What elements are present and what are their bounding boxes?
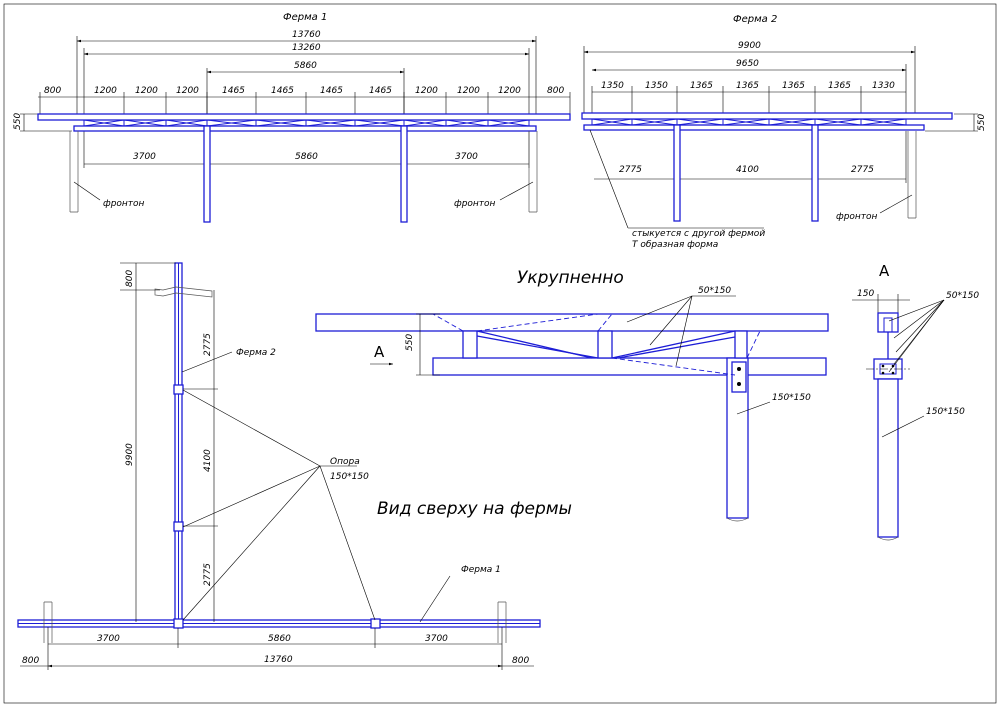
plan-support-1 xyxy=(173,384,184,395)
plan-support-3 xyxy=(173,618,184,629)
truss1-structure xyxy=(37,113,571,223)
truss2-seg-4: 1365 xyxy=(736,81,759,91)
plan-overhang-right: 800 xyxy=(512,656,529,666)
truss2-gable-label: фронтон xyxy=(836,212,878,222)
truss1-gables: фронтон фронтон xyxy=(69,131,538,213)
plan-span-h2: 5860 xyxy=(268,634,291,644)
truss1-gable-right: фронтон xyxy=(454,199,496,209)
section-a-member-label: 50*150 xyxy=(946,291,979,301)
detail-height: 550 xyxy=(405,334,415,351)
plan-view: Вид сверху на фермы 800 9900 2775 4100 2… xyxy=(17,262,572,670)
truss2-seg-6: 1365 xyxy=(828,81,851,91)
truss1-seg-7: 1465 xyxy=(369,86,392,96)
plan-dim-top: 800 xyxy=(125,270,135,287)
plan-support-2 xyxy=(173,521,184,532)
truss2-seg-7: 1330 xyxy=(872,81,895,91)
truss1-dim-mid: 5860 xyxy=(294,61,317,71)
plan-overhang-left: 800 xyxy=(22,656,39,666)
truss2-structure xyxy=(581,112,953,222)
truss2-note-line1: стыкуется с другой фермой xyxy=(632,229,765,239)
truss2-span-1: 2775 xyxy=(619,165,642,175)
truss1-title: Ферма 1 xyxy=(283,12,327,23)
truss2-dimensions: 9900 9650 1350 1350 1365 1365 1365 1365 … xyxy=(583,41,987,183)
truss1-span-1: 3700 xyxy=(133,152,156,162)
section-a-top-chord xyxy=(877,312,899,333)
detail-view: Укрупненно 550 А 50*150 150*150 xyxy=(315,268,829,522)
truss1-seg-3: 1200 xyxy=(176,86,199,96)
truss1-seg-1: 1200 xyxy=(94,86,117,96)
truss1-overhang-left: 800 xyxy=(44,86,61,96)
truss2-seg-1: 1350 xyxy=(601,81,624,91)
truss1-seg-8: 1200 xyxy=(415,86,438,96)
truss1-dimensions: 13760 13260 5860 1200 1200 1200 1465 146… xyxy=(13,30,571,168)
section-a-title: А xyxy=(879,262,890,280)
truss2-gable: фронтон xyxy=(836,131,917,222)
plan-dim-total: 9900 xyxy=(125,443,135,466)
detail-bolt-1 xyxy=(737,367,741,371)
plan-span-v3: 2775 xyxy=(203,563,213,586)
truss2-note-line2: Т образная форма xyxy=(632,240,718,250)
truss2-elevation: Ферма 2 9900 9650 1350 1350 1365 1365 13… xyxy=(581,14,987,250)
truss1-gable-left: фронтон xyxy=(103,199,145,209)
truss1-seg-9: 1200 xyxy=(457,86,480,96)
plan-span-h3: 3700 xyxy=(425,634,448,644)
plan-support-4 xyxy=(370,618,381,629)
detail-top-chord xyxy=(315,313,829,332)
truss1-height: 550 xyxy=(13,113,23,130)
truss1-elevation: Ферма 1 13760 13260 5860 1200 xyxy=(13,12,571,223)
truss2-dim-total-inner: 9650 xyxy=(736,59,759,69)
truss1-seg-2: 1200 xyxy=(135,86,158,96)
truss2-span-3: 2775 xyxy=(851,165,874,175)
truss2-dim-total-outer: 9900 xyxy=(738,41,761,51)
section-a-post xyxy=(877,378,899,538)
truss1-seg-6: 1465 xyxy=(320,86,343,96)
section-a-width: 150 xyxy=(857,289,874,299)
truss1-seg-5: 1465 xyxy=(271,86,294,96)
truss1-overhang-right: 800 xyxy=(547,86,564,96)
truss2-title: Ферма 2 xyxy=(733,14,777,25)
truss2-seg-2: 1350 xyxy=(645,81,668,91)
truss1-dim-total-outer: 13760 xyxy=(292,30,321,40)
detail-member-label: 50*150 xyxy=(698,286,731,296)
truss1-span-3: 3700 xyxy=(455,152,478,162)
plan-span-h1: 3700 xyxy=(97,634,120,644)
plan-support-size: 150*150 xyxy=(330,472,369,482)
detail-title: Укрупненно xyxy=(517,268,624,288)
detail-view-marker: А xyxy=(374,343,385,361)
plan-span-v1: 2775 xyxy=(203,333,213,356)
detail-bolt-2 xyxy=(737,382,741,386)
section-a-post-label: 150*150 xyxy=(926,407,965,417)
truss2-height: 550 xyxy=(977,114,987,131)
plan-truss2-label: Ферма 2 xyxy=(236,348,276,358)
plan-truss1-label: Ферма 1 xyxy=(461,565,501,575)
truss2-notes: стыкуется с другой фермой Т образная фор… xyxy=(589,129,765,250)
plan-span-v2: 4100 xyxy=(203,449,213,472)
truss2-seg-5: 1365 xyxy=(782,81,805,91)
plan-dim-total-bottom: 13760 xyxy=(264,655,293,665)
detail-post-label: 150*150 xyxy=(772,393,811,403)
sheet-frame xyxy=(3,3,997,704)
truss1-dim-total-inner: 13260 xyxy=(292,43,321,53)
truss1-seg-10: 1200 xyxy=(498,86,521,96)
plan-support-label: Опора xyxy=(330,457,360,467)
truss1-span-2: 5860 xyxy=(295,152,318,162)
truss1-seg-4: 1465 xyxy=(222,86,245,96)
section-a: А 150 50*150 150*150 xyxy=(852,262,979,541)
detail-plate xyxy=(731,361,747,393)
truss2-seg-3: 1365 xyxy=(690,81,713,91)
plan-title: Вид сверху на фермы xyxy=(377,499,572,519)
truss2-span-2: 4100 xyxy=(736,165,759,175)
